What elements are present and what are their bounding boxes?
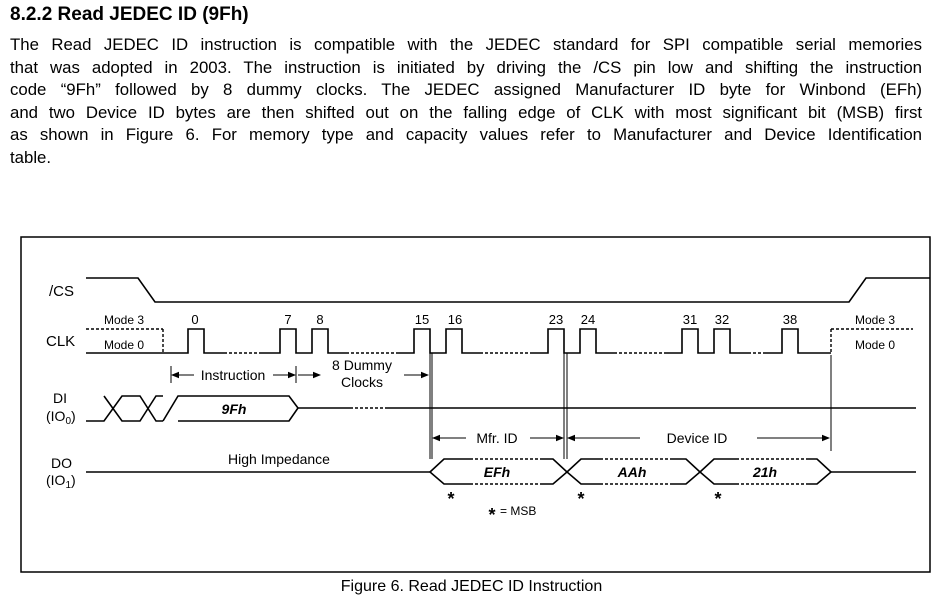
di-idle-low — [86, 395, 163, 422]
di-label: DI — [53, 390, 67, 406]
clock-number: 16 — [448, 312, 462, 327]
diagram-frame — [20, 236, 931, 573]
do-byte-dev2-value: 21h — [752, 464, 777, 480]
dummy-label-2: Clocks — [341, 374, 383, 390]
cs-label: /CS — [49, 283, 74, 300]
msb-note: = MSB — [500, 504, 536, 518]
clock-numbers: 0 7 8 15 16 23 24 31 32 38 — [191, 312, 797, 327]
di-instruction-code: 9Fh — [222, 401, 247, 417]
clock-number: 31 — [683, 312, 697, 327]
clk-pulse-38 — [766, 328, 831, 354]
mode0-left: Mode 0 — [104, 338, 144, 352]
mode3-right: Mode 3 — [855, 313, 895, 327]
mode3-left: Mode 3 — [104, 313, 144, 327]
dummy-label-1: 8 Dummy — [332, 357, 392, 373]
paragraph-line: code “9Fh” followed by 8 dummy clocks. T… — [10, 80, 922, 99]
do-label: DO — [51, 455, 72, 471]
clock-number: 7 — [284, 312, 291, 327]
paragraph-line: table. — [10, 147, 52, 167]
cs-waveform — [86, 277, 930, 303]
device-id-label: Device ID — [667, 430, 728, 446]
clk-pulse-23-24 — [530, 328, 614, 354]
clock-number: 23 — [549, 312, 563, 327]
clock-number: 0 — [191, 312, 198, 327]
clock-number: 15 — [415, 312, 429, 327]
clk-pulse-15-16 — [396, 328, 480, 354]
clock-number: 24 — [581, 312, 595, 327]
figure-caption: Figure 6. Read JEDEC ID Instruction — [340, 578, 603, 595]
paragraph-line: and two Device ID bytes are then shifted… — [10, 102, 922, 122]
di-sub-label: (IO0) — [46, 408, 76, 427]
section-title: Read JEDEC ID (9Fh) — [57, 4, 249, 25]
instruction-label: Instruction — [201, 367, 266, 383]
paragraph-line: as shown in Figure 6. For memory type an… — [10, 125, 922, 144]
mode0-right: Mode 0 — [855, 338, 895, 352]
clock-number: 8 — [316, 312, 323, 327]
di-idle-high — [103, 395, 163, 422]
mfr-id-label: Mfr. ID — [476, 430, 517, 446]
clk-pulse-0 — [86, 328, 224, 354]
do-byte-mfr-value: EFh — [484, 464, 510, 480]
clk-pulse-31-32 — [664, 328, 748, 354]
paragraph-line: The Read JEDEC ID instruction is compati… — [10, 35, 922, 54]
clock-number: 32 — [715, 312, 729, 327]
do-sub-label: (IO1) — [46, 472, 76, 491]
msb-star: * — [714, 489, 721, 509]
section-number: 8.2.2 — [10, 4, 53, 25]
description-paragraph: The Read JEDEC ID instruction is compati… — [10, 34, 922, 169]
section-heading: 8.2.2 Read JEDEC ID (9Fh) — [10, 4, 249, 26]
paragraph-line: that was adopted in 2003. The instructio… — [10, 57, 922, 77]
msb-star: * — [447, 489, 454, 509]
high-impedance-label: High Impedance — [228, 451, 330, 467]
clk-label: CLK — [46, 333, 75, 350]
msb-note-star: * — [488, 505, 495, 525]
di-instruction-byte — [162, 395, 299, 422]
clock-number: 38 — [783, 312, 797, 327]
do-byte-dev1-value: AAh — [617, 464, 647, 480]
msb-star: * — [577, 489, 584, 509]
clk-pulse-7-8 — [262, 328, 346, 354]
